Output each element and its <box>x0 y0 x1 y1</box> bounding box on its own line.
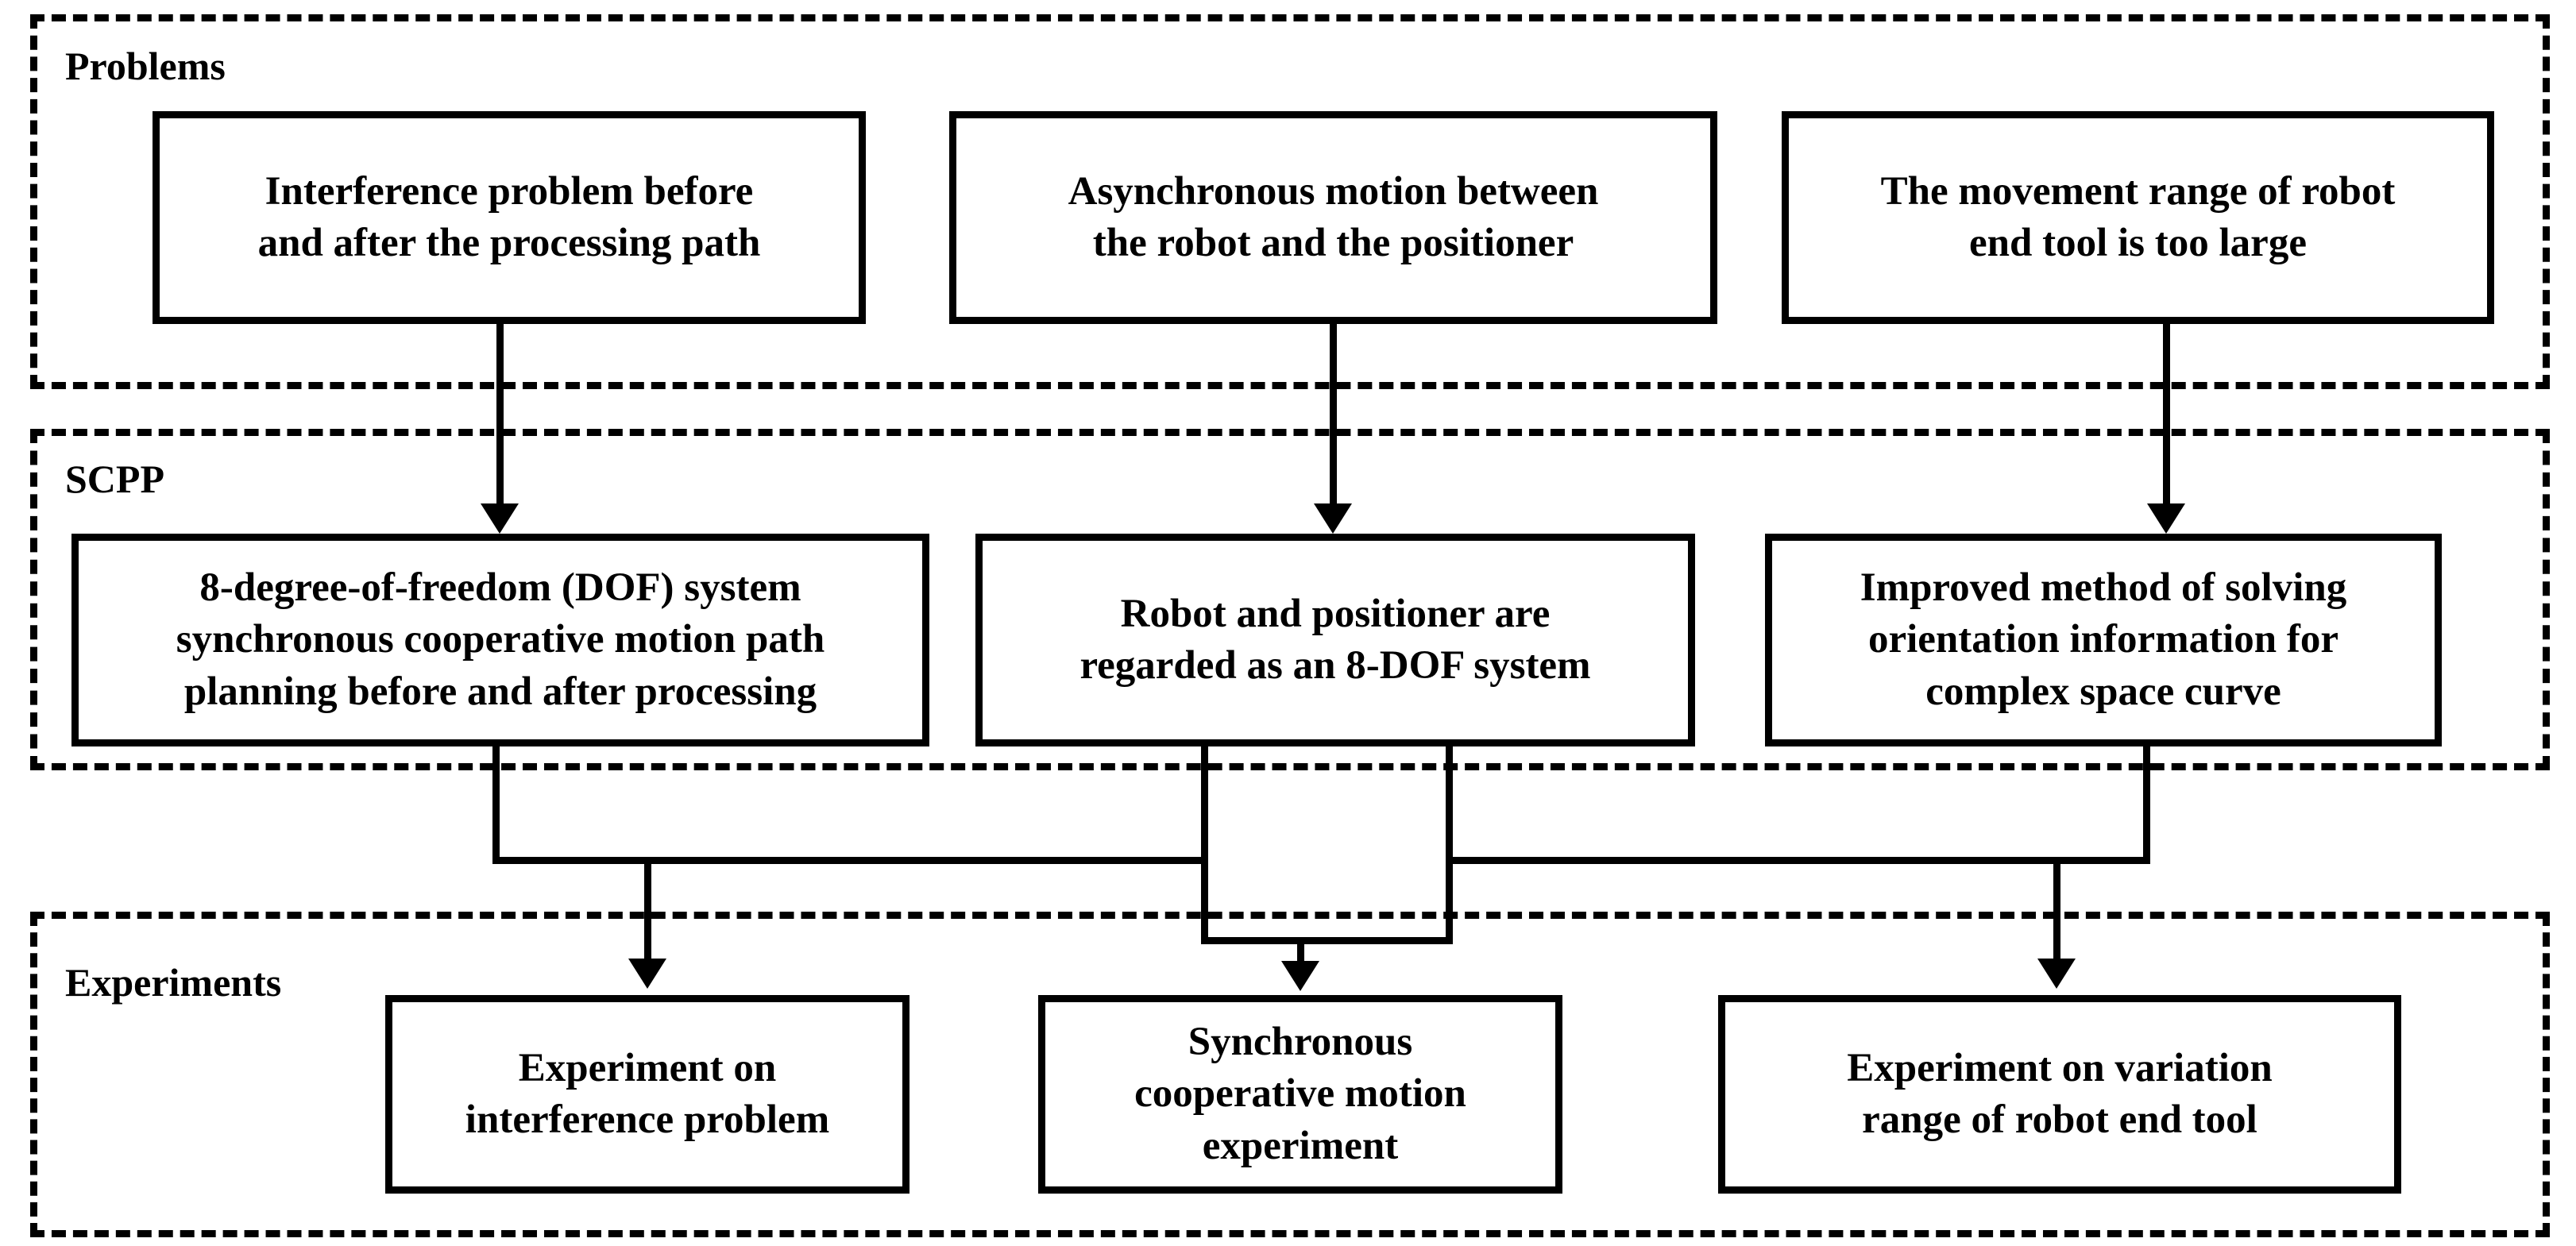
node-scpp-2-line2: regarded as an 8-DOF system <box>1079 643 1591 688</box>
connector-s3-stub <box>2143 746 2150 864</box>
arrowhead-p2-to-s2 <box>1314 503 1352 534</box>
node-problem-1[interactable]: Interference problem before and after th… <box>153 111 866 324</box>
node-scpp-2-line1: Robot and positioner are <box>1120 591 1551 636</box>
node-problem-3-line1: The movement range of robot <box>1880 168 2396 214</box>
connector-bus-right-to-e3 <box>2053 857 2060 962</box>
node-experiment-3[interactable]: Experiment on variation range of robot e… <box>1718 995 2401 1194</box>
node-scpp-3-line3: complex space curve <box>1925 669 2281 714</box>
connector-bus-left-to-e1 <box>644 857 651 962</box>
group-problems-label: Problems <box>65 44 226 88</box>
connector-busB-to-busC <box>1446 857 1453 944</box>
node-scpp-1-line1: 8-degree-of-freedom (DOF) system <box>199 565 801 611</box>
connector-p2-to-s2 <box>1330 324 1337 507</box>
node-experiment-1[interactable]: Experiment on interference problem <box>385 995 910 1194</box>
arrowhead-bus-right-to-e3 <box>2037 959 2076 989</box>
node-experiment-2-line2: cooperative motion <box>1134 1071 1466 1117</box>
node-problem-2-line2: the robot and the positioner <box>1092 221 1574 265</box>
connector-s2-left-stub <box>1201 746 1208 864</box>
connector-busA-to-busC <box>1201 857 1208 944</box>
node-scpp-1-line2: synchronous cooperative motion path <box>176 617 825 662</box>
node-experiment-3-line1: Experiment on variation <box>1847 1045 2273 1090</box>
node-problem-2[interactable]: Asynchronous motion between the robot an… <box>949 111 1717 324</box>
connector-s2-right-stub <box>1446 746 1453 864</box>
group-experiments-label: Experiments <box>65 960 282 1005</box>
node-experiment-2[interactable]: Synchronous cooperative motion experimen… <box>1038 995 1562 1194</box>
node-problem-2-line1: Asynchronous motion between <box>1068 168 1599 214</box>
connector-bus-center <box>1201 937 1453 944</box>
connector-bus-right <box>1446 857 2150 864</box>
group-scpp-label: SCPP <box>65 457 164 501</box>
arrowhead-bus-left-to-e1 <box>628 959 666 989</box>
node-experiment-3-line2: range of robot end tool <box>1862 1097 2257 1142</box>
group-scpp <box>30 429 2550 770</box>
group-experiments <box>30 912 2550 1237</box>
connector-s1-stub <box>492 746 500 864</box>
connector-bus-left <box>492 857 1208 864</box>
connector-bus-center-to-e2 <box>1297 937 1304 964</box>
node-scpp-1-line3: planning before and after processing <box>183 669 817 714</box>
connector-p1-to-s1 <box>496 324 504 507</box>
node-scpp-1[interactable]: 8-degree-of-freedom (DOF) system synchro… <box>71 534 929 746</box>
node-problem-1-line2: and after the processing path <box>257 221 761 265</box>
node-experiment-1-line1: Experiment on <box>518 1045 777 1090</box>
node-problem-3-line2: end tool is too large <box>1969 221 2307 265</box>
node-scpp-3-line1: Improved method of solving <box>1860 565 2347 611</box>
node-experiment-2-line3: experiment <box>1202 1123 1399 1168</box>
node-experiment-1-line2: interference problem <box>465 1097 830 1142</box>
arrowhead-p1-to-s1 <box>481 503 519 534</box>
node-scpp-3[interactable]: Improved method of solving orientation i… <box>1765 534 2442 746</box>
node-problem-1-line1: Interference problem before <box>265 168 754 214</box>
arrowhead-bus-center-to-e2 <box>1281 961 1319 991</box>
node-scpp-2[interactable]: Robot and positioner are regarded as an … <box>975 534 1695 746</box>
node-scpp-3-line2: orientation information for <box>1867 617 2339 662</box>
group-problems <box>30 14 2550 389</box>
node-experiment-2-line1: Synchronous <box>1188 1020 1413 1065</box>
node-problem-3[interactable]: The movement range of robot end tool is … <box>1782 111 2494 324</box>
connector-p3-to-s3 <box>2163 324 2170 507</box>
arrowhead-p3-to-s3 <box>2147 503 2185 534</box>
